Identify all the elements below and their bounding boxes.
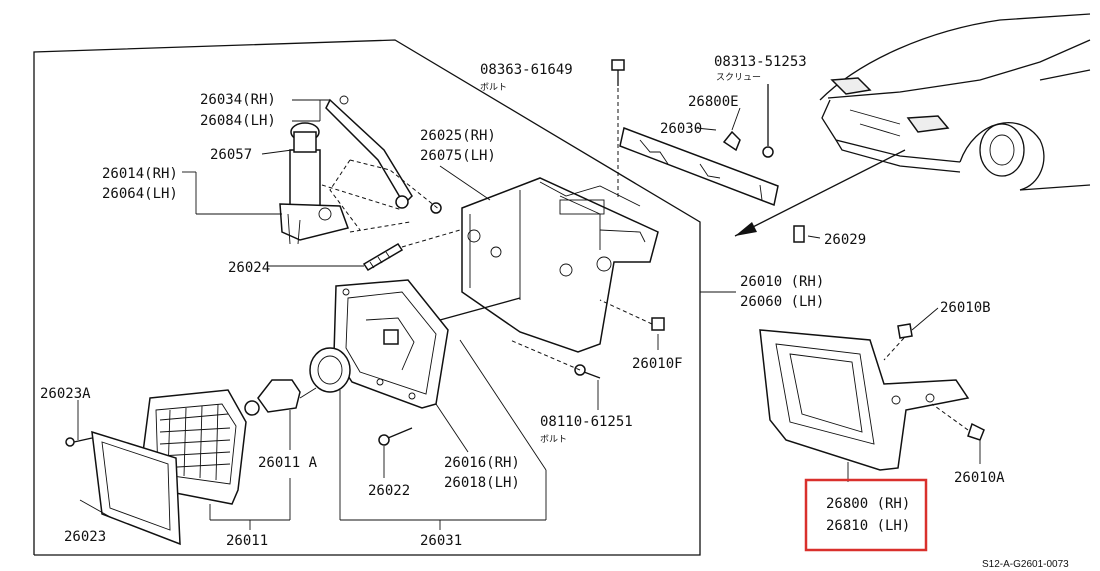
part-labels: 26034(RH) 26084(LH) 26057 26014(RH) 2606… xyxy=(40,54,1069,570)
headlamp-cover-26800 xyxy=(759,323,985,471)
screws-top xyxy=(611,59,774,200)
retaining-ring-26023 xyxy=(65,430,181,546)
label-26014: 26014(RH) xyxy=(102,166,178,182)
pointer-arrowhead xyxy=(735,222,757,236)
label-26016: 26016(RH) xyxy=(444,455,520,471)
label-26010F: 26010F xyxy=(632,356,683,372)
label-26800E: 26800E xyxy=(688,94,739,110)
label-26011: 26011 xyxy=(226,533,268,549)
headlamp-bulb-26011A xyxy=(244,347,351,416)
label-26023: 26023 xyxy=(64,529,106,545)
label-26010: 26010 (RH) xyxy=(740,274,824,290)
headlamp-adjuster xyxy=(279,95,442,245)
label-26064: 26064(LH) xyxy=(102,186,178,202)
label-26057: 26057 xyxy=(210,147,252,163)
label-26022: 26022 xyxy=(368,483,410,499)
upper-panel-26030 xyxy=(619,126,805,243)
label-26030: 26030 xyxy=(660,121,702,137)
label-26029: 26029 xyxy=(824,232,866,248)
label-26024: 26024 xyxy=(228,260,270,276)
diagram-reference-code: S12-A-G2601-0073 xyxy=(982,559,1069,570)
headlamp-bracket xyxy=(461,177,659,353)
label-08110: 08110-61251 xyxy=(540,414,633,430)
label-26025: 26025(RH) xyxy=(420,128,496,144)
label-26800: 26800 (RH) xyxy=(826,496,910,512)
label-26060: 26060 (LH) xyxy=(740,294,824,310)
label-26031: 26031 xyxy=(420,533,462,549)
label-26018: 26018(LH) xyxy=(444,475,520,491)
label-08313: 08313-51253 xyxy=(714,54,807,70)
adjust-screw-26024 xyxy=(362,229,461,272)
label-26011A: 26011 A xyxy=(258,455,318,471)
label-26810: 26810 (LH) xyxy=(826,518,910,534)
label-08110-bolt: ボルト xyxy=(540,434,567,445)
label-26010B: 26010B xyxy=(940,300,991,316)
label-26075: 26075(LH) xyxy=(420,148,496,164)
label-26010A: 26010A xyxy=(954,470,1005,486)
label-08313-screw: スクリュー xyxy=(716,72,761,83)
screw-26022 xyxy=(378,427,413,446)
label-26023A: 26023A xyxy=(40,386,91,402)
label-08363-bolt: ボルト xyxy=(480,82,507,93)
label-26034: 26034(RH) xyxy=(200,92,276,108)
label-08363: 08363-61649 xyxy=(480,62,573,78)
car-front-illustration xyxy=(734,13,1091,237)
leader-lines xyxy=(77,99,981,530)
main-assembly-frame xyxy=(33,39,701,556)
label-26084: 26084(LH) xyxy=(200,113,276,129)
bolt-08110 xyxy=(509,299,665,379)
highlighted-part-box[interactable] xyxy=(804,478,928,552)
